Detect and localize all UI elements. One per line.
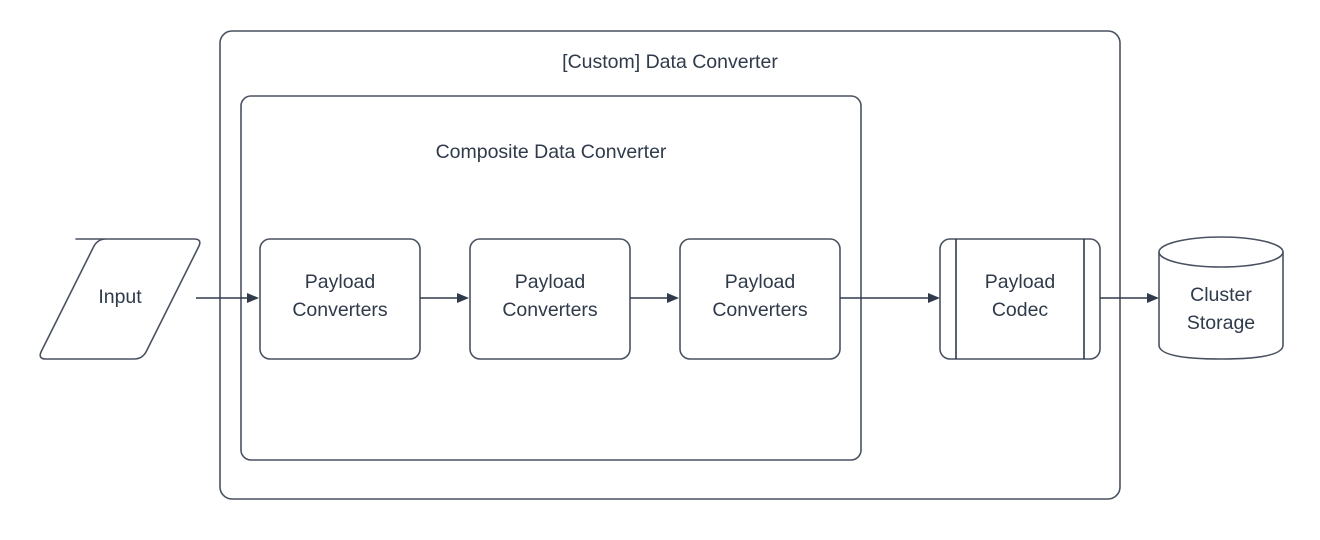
node-payload-codec[interactable]: Payload Codec [939,238,1101,360]
node-payload-converters-1[interactable]: Payload Converters [259,238,421,360]
edge-payload-codec-to-cluster-storage [1100,293,1159,303]
arrow-head-icon [1147,293,1159,303]
payload-converters-3-label-line1: Payload [725,271,795,293]
node-input[interactable]: Input [39,238,201,360]
payload-converters-3-label-line2: Converters [712,299,808,321]
cluster-storage-cylinder-top [1158,236,1284,268]
edge-payload-converters-1-to-2 [420,293,469,303]
arrow-head-icon [928,293,940,303]
cluster-storage-label-line2: Storage [1187,312,1255,334]
input-parallelogram[interactable] [39,238,201,360]
node-payload-converters-3[interactable]: Payload Converters [679,238,841,360]
arrow-head-icon [247,293,259,303]
payload-converters-1-box[interactable] [259,238,421,360]
payload-converters-3-box[interactable] [679,238,841,360]
payload-codec-label-line2: Codec [992,299,1049,321]
payload-converters-1-label-line2: Converters [292,299,388,321]
arrow-head-icon [457,293,469,303]
payload-converters-1-label-line1: Payload [305,271,375,293]
payload-codec-box[interactable] [939,238,1101,360]
payload-converters-2-label-line1: Payload [515,271,585,293]
cluster-storage-label-line1: Cluster [1190,284,1252,306]
edge-payload-converters-3-to-payload-codec [840,293,940,303]
node-cluster-storage[interactable]: Cluster Storage [1158,236,1284,360]
input-label: Input [98,286,142,308]
arrow-head-icon [667,293,679,303]
payload-converters-2-box[interactable] [469,238,631,360]
payload-codec-label-line1: Payload [985,271,1055,293]
custom-data-converter-label: [Custom] Data Converter [562,51,778,73]
edge-input-to-payload-converters-1 [196,293,259,303]
node-payload-converters-2[interactable]: Payload Converters [469,238,631,360]
composite-data-converter-label: Composite Data Converter [436,141,667,163]
edge-payload-converters-2-to-3 [630,293,679,303]
payload-converters-2-label-line2: Converters [502,299,598,321]
cluster-storage-cylinder-body[interactable] [1158,251,1284,360]
